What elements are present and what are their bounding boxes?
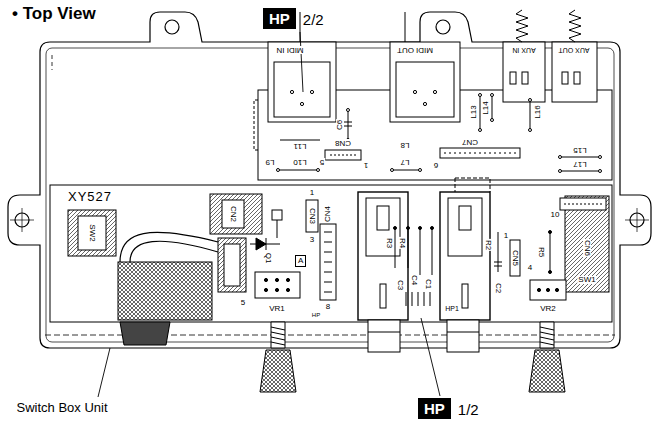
part-label: 8 — [325, 303, 331, 311]
part-label: 5 — [240, 299, 246, 307]
view-title: • Top View — [12, 4, 96, 24]
callout-code: HP — [269, 10, 290, 27]
part-label: VR2 — [539, 305, 557, 313]
part-label: C6 — [336, 119, 344, 131]
housing — [8, 12, 651, 348]
part-label: CN5 — [511, 249, 519, 267]
part-label: L11 — [293, 142, 308, 150]
part-label: C2 — [494, 282, 502, 294]
part-label: HP — [311, 312, 321, 318]
part-label: L14 — [482, 100, 490, 115]
main-board — [50, 178, 612, 345]
part-label: CN2 — [229, 205, 237, 223]
part-label: R5 — [537, 246, 545, 258]
callout-code: HP — [424, 400, 445, 417]
unit-name: Switch Box Unit — [15, 401, 108, 414]
part-label: 1 — [503, 232, 509, 240]
part-label: 1 — [363, 161, 369, 169]
part-label: R4 — [398, 237, 406, 249]
part-label: 1 — [309, 189, 315, 197]
part-label: 10 — [550, 211, 561, 219]
part-label: L13 — [470, 104, 478, 119]
part-label: CN8 — [334, 139, 352, 147]
part-label: HP1 — [444, 305, 460, 312]
part-label: R3 — [385, 237, 393, 249]
leader-lines — [98, 32, 440, 397]
part-label: C3 — [396, 279, 404, 291]
part-label: CN3 — [308, 207, 316, 225]
part-label: AUX OUT — [557, 47, 590, 54]
part-label: L16 — [534, 104, 542, 119]
part-label: 6 — [433, 161, 439, 169]
part-label: MIDI OUT — [396, 46, 434, 54]
part-label: SW1 — [577, 276, 596, 284]
part-label: SW2 — [88, 223, 96, 242]
part-label: VR1 — [268, 305, 286, 313]
knobs-and-jacks — [260, 320, 565, 392]
part-label: CN7 — [461, 138, 479, 146]
callout-tag: HP1/2 — [418, 398, 451, 419]
part-label: L9 — [265, 158, 276, 166]
callout-tag: HP2/2 — [263, 8, 296, 29]
callout-code: A — [298, 257, 303, 265]
part-label: MIDI IN — [275, 46, 304, 54]
part-label: L10 — [292, 158, 307, 166]
part-label: C4 — [410, 274, 418, 286]
page-number: 1/2 — [457, 400, 480, 417]
midi-aux-board — [254, 10, 612, 180]
part-label: 4 — [527, 264, 533, 272]
part-label: Q1 — [264, 252, 272, 265]
marker-box: A — [295, 255, 306, 267]
board-name: XY527 — [67, 190, 113, 203]
part-label: R2 — [484, 239, 492, 251]
part-label: 5 — [319, 158, 325, 166]
part-label: CN4 — [324, 205, 332, 223]
part-label: L15 — [572, 146, 587, 154]
part-label: L17 — [572, 160, 587, 168]
part-label: 3 — [309, 236, 315, 244]
part-label: L8 — [400, 141, 411, 149]
part-label: C1 — [424, 278, 432, 290]
part-label: CN6 — [583, 239, 591, 257]
part-label: AUX IN — [511, 47, 536, 54]
page-number: 2/2 — [302, 10, 325, 27]
part-label: L7 — [400, 158, 411, 166]
